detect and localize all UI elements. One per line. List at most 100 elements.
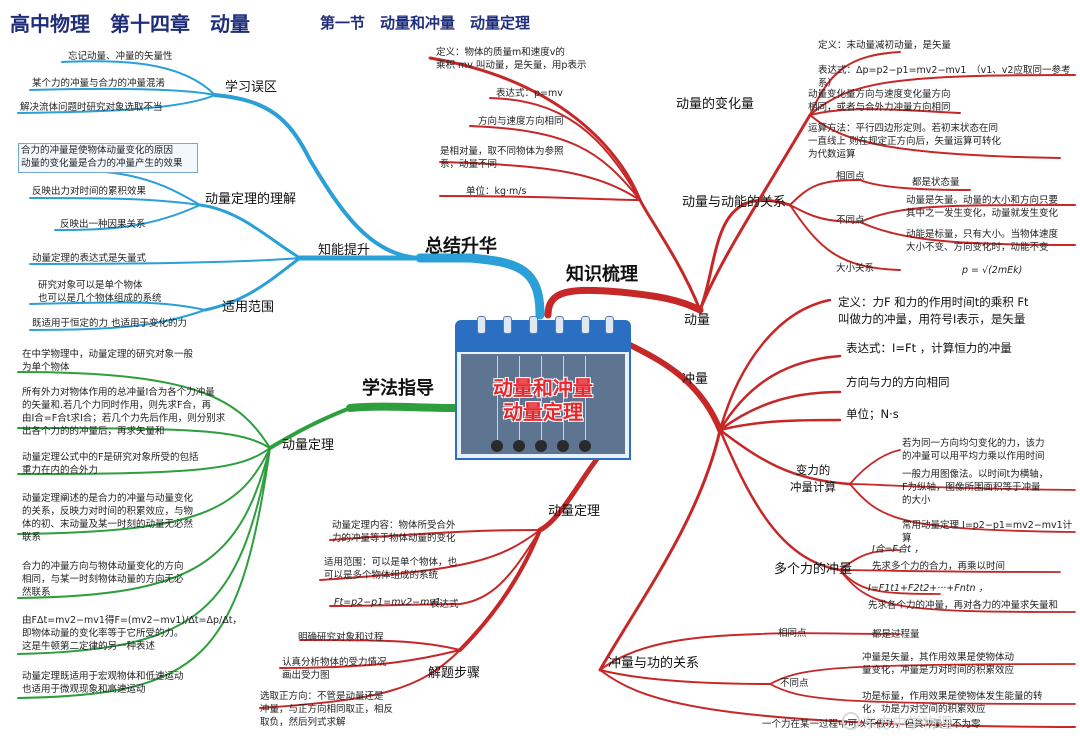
dongliang-def: 定义：物体的质量m和速度v的 乘积 mv 叫动量，是矢量，用p表示 [436,47,587,71]
chongliang-expr: 表达式：I=Ft ，计算恒力的冲量 [846,341,1012,355]
chongliang-dir: 方向与力的方向相同 [846,375,950,389]
dongneng-diff: 动能是标量，只有大小。当物体速度 大小不变、方向变化时，动能不变 [906,229,1059,253]
dongliang-def: 是相对量，取不同物体为参照 系，动量不同 [440,146,564,170]
duoge-item: 先求多个力的合力，再乘以时间 [872,561,1006,572]
center-topic-title: 动量和冲量 动量定理 [493,376,593,424]
chongliang-unit: 单位；N·s [846,407,899,421]
cradle-string [497,356,498,442]
xuefa-item: 合力的冲量方向与物体动量变化的方向 相同，与某一时刻物体动量的方向无必 然联系 [22,561,184,598]
xuefa-item: 动量定理既适用于宏观物体和低速运动 也适用于微观现象和高速运动 [22,671,184,695]
xuexi-item: 某个力的冲量与合力的冲量混淆 [32,78,166,89]
dongliang-def: 表达式：p=mv [496,88,563,99]
branch-label-xuefa: 学法指导 [362,378,434,399]
page-title: 高中物理 第十四章 动量 [10,12,250,36]
gong-same-label: 相同点 [778,628,807,639]
dongneng-diff-label: 不同点 [836,215,865,226]
node-duoge: 多个力的冲量 [774,562,853,577]
node-fanwei: 适用范围 [222,300,275,315]
blue-main-branch [415,253,545,320]
xuexi-item: 忘记动量、冲量的矢量性 [68,51,173,62]
calendar-ring [605,316,614,334]
node-chongliang: 冲量 [682,372,709,387]
dongliang-def: 方向与速度方向相同 [478,116,564,127]
jieti-item: 认真分析物体的受力情况 画出受力图 [282,657,387,681]
cradle-string [541,356,542,442]
center-calendar-illustration: 动量和冲量 动量定理 [455,316,631,460]
calendar-ring [581,316,590,334]
dongneng-same: 都是状态量 [912,177,960,188]
cradle-string [519,356,520,442]
branch-label-zhishi: 知识梳理 [566,264,638,285]
dongneng-same-label: 相同点 [836,171,865,182]
cradle-ball [513,440,525,452]
node-dongliang: 动量 [684,313,711,328]
zhishi-dingli-item: Ft=p2−p1=mv2−mv1 [334,597,442,608]
node-jieti: 解题步骤 [428,666,481,681]
calendar-ring [503,316,512,334]
node-dongneng: 动量与动能的关系 [682,195,787,210]
zhishi-dingli-item: 动量定理内容：物体所受合外 力的冲量等于物体动量的变化 [332,520,456,544]
dongneng-diff: 动量是矢量。动量的大小和方向只要 其中之一发生变化，动量就发生变化 [906,195,1059,219]
zhishi-dingli-expr-label: 表达式 [430,599,459,610]
node-xuefa-dingli: 动量定理 [282,438,335,453]
gong-diff-label: 不同点 [780,678,809,689]
xuefa-item: 动量定理公式中的F是研究对象所受的包括 重力在内的合外力 [22,452,199,476]
cradle-string [563,356,564,442]
duoge-item: 先求各个力的冲量，再对各力的冲量求矢量和 [868,600,1059,611]
xuexi-item: 解决流体问题时研究对象选取不当 [20,102,163,113]
duoge-item: I合=F合t ， [872,544,924,555]
vector-note: 动量定理的表达式是矢量式 [32,253,147,264]
red-main-branch [544,286,704,319]
cradle-ball [557,440,569,452]
node-zhineng: 知能提升 [318,243,371,258]
cradle-ball [579,440,591,452]
xuefa-item: 所有外力对物体作用的总冲量I合为各个力冲量 的矢量和.若几个力同时作用，则先求F… [22,387,226,437]
node-gong: 冲量与功的关系 [608,656,700,671]
jieti-item: 明确研究对象和过程 [298,632,384,643]
bianhua-item: 表达式：Δp=p2−p1=mv2−mv1 （v1、v2应取同一参考系） [818,65,1071,89]
calendar-ring [555,316,564,334]
gong-diff: 冲量是矢量，其作用效果是使物体动 量变化，冲量是力对时间的积累效应 [862,652,1015,676]
bianhua-item: 动量变化量方向与速度变化量方向 相同，或者与合外力冲量方向相同 [808,89,951,113]
blue-branch-xuexi [213,93,422,260]
green-main-branch [346,402,459,412]
node-bianhua: 动量的变化量 [676,97,755,112]
cradle-ball [535,440,547,452]
chongliang-def: 定义：力F 和力的作用时间t的乘积 Ft 叫做力的冲量，用符号I表示，是矢量 [838,295,1029,326]
lijie-item: 反映出一种因果关系 [60,219,146,230]
jieti-item: 选取正方向：不管是动量还是 冲量，与正方向相同取正，相反 取负，然后列式求解 [260,691,394,728]
duoge-item: I=F1t1+F2t2+···+Fntn ， [868,583,989,594]
fanwei-item: 研究对象可以是单个物体 也可以是几个物体组成的系统 [38,280,162,304]
page-subtitle: 第一节 动量和冲量 动量定理 [320,14,531,32]
bianli-item: 一般力用图像法。以时间t为横轴， F为纵轴，图像所围面积等于冲量 的大小 [902,469,1049,506]
zhishi-dingli-item: 适用范围：可以是单个物体，也 可以是多个物体组成的系统 [324,557,458,581]
cradle-ball [491,440,503,452]
xuefa-item: 动量定理阐述的是合力的冲量与动量变化 的关系，反映力对时间的积累效应，与物 体的… [22,493,194,543]
xuefa-item: 由FΔt=mv2−mv1得F=(mv2−mv1)/Δt=Δp/Δt， 即物体动量… [22,615,242,652]
branch-label-zongjie: 总结升华 [425,236,497,257]
highlight-box [18,143,198,173]
watermark-text: 东方中学物理 [862,714,953,732]
dongneng-size: p = √(2mEk) [962,265,1023,276]
cradle-string [585,356,586,442]
node-bianli: 变力的 冲量计算 [790,463,836,494]
gong-last: 一个力在某一过程中可以不做功，但其冲量却不为零 [762,719,981,730]
dongliang-def: 单位：kg·m/s [466,186,527,197]
xuefa-item: 在中学物理中，动量定理的研究对象一般 为单个物体 [22,349,194,373]
bianhua-item: 定义：末动量减初动量，是矢量 [818,40,952,51]
calendar-ring [477,316,486,334]
node-zhishi-dingli: 动量定理 [548,504,601,519]
lijie-item: 合力的冲量是使物体动量变化的原因 动量的变化量是合力的冲量产生的效果 [21,145,183,169]
dongneng-size-label: 大小关系 [836,263,875,274]
calendar-ring [529,316,538,334]
watermark-icon [842,712,860,730]
lijie-item: 反映出力对时间的累积效果 [32,186,147,197]
bianli-item: 若为同一方向均匀变化的力，该力 的冲量可以用平均力乘以作用时间 [902,438,1045,462]
newton-cradle-scene [461,354,625,454]
node-dingli-lijie: 动量定理的理解 [205,192,297,207]
bianhua-item: 运算方法：平行四边形定则。若初末状态在同 一直线上 则在规定正方向后，矢量运算可… [808,123,1002,160]
fanwei-item: 既适用于恒定的力 也适用于变化的力 [32,318,188,329]
node-xuexi: 学习误区 [225,80,278,95]
gong-same: 都是过程量 [872,629,920,640]
